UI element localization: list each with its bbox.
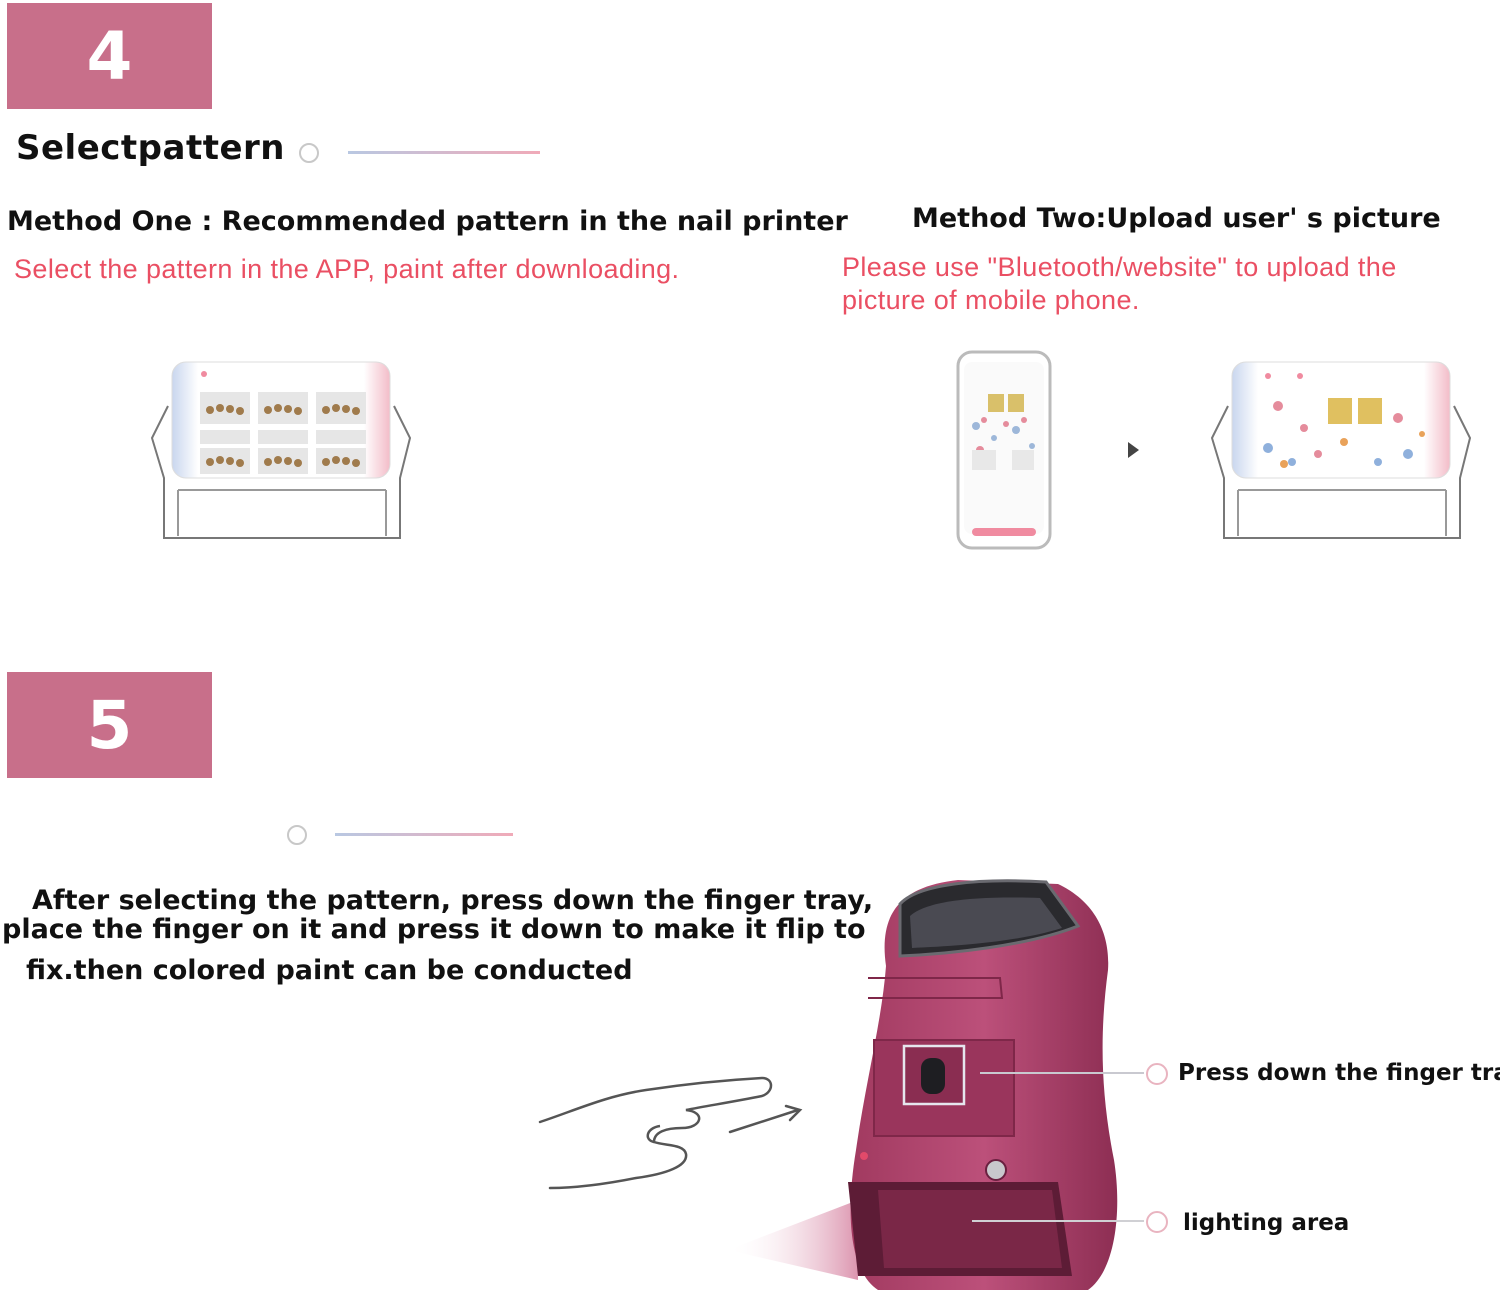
title-ring-icon bbox=[299, 143, 319, 163]
section-title: Selectpattern bbox=[16, 128, 285, 168]
method-two-heading: Method Two:Upload user' s picture bbox=[912, 203, 1441, 234]
printer-screen-illustration-1 bbox=[150, 361, 412, 539]
phone-illustration bbox=[956, 350, 1052, 550]
printer-screen-illustration-2 bbox=[1210, 361, 1472, 539]
title-divider bbox=[348, 151, 540, 154]
method-two-description-1: Please use "Bluetooth/website" to upload… bbox=[842, 252, 1397, 282]
section-ring-icon bbox=[287, 825, 307, 845]
arrow-right-icon bbox=[1128, 442, 1139, 458]
step-5-number: 5 bbox=[86, 686, 133, 764]
method-two-description-2: picture of mobile phone. bbox=[842, 285, 1140, 315]
method-one-description: Select the pattern in the APP, paint aft… bbox=[14, 254, 680, 284]
lighting-callout: lighting area bbox=[1183, 1210, 1350, 1236]
instruction-line-1: After selecting the pattern, press down … bbox=[32, 885, 874, 916]
instruction-line-3: fix.then colored paint can be conducted bbox=[26, 955, 633, 986]
step-4-badge: 4 bbox=[7, 3, 212, 109]
section-divider bbox=[335, 833, 513, 836]
instruction-line-2: place the finger on it and press it down… bbox=[2, 914, 866, 945]
method-one-heading: Method One : Recommended pattern in the … bbox=[7, 206, 848, 237]
finger-tray-ring-icon bbox=[1146, 1063, 1168, 1085]
finger-tray-callout: Press down the finger tray bbox=[1178, 1060, 1500, 1086]
lighting-ring-icon bbox=[1146, 1211, 1168, 1233]
step-4-number: 4 bbox=[86, 17, 133, 95]
lighting-leader-line bbox=[972, 1220, 1144, 1222]
nail-printer-device bbox=[728, 879, 1118, 1290]
hand-finger-illustration bbox=[538, 1076, 803, 1190]
finger-tray-leader-line bbox=[980, 1072, 1144, 1074]
step-5-badge: 5 bbox=[7, 672, 212, 778]
